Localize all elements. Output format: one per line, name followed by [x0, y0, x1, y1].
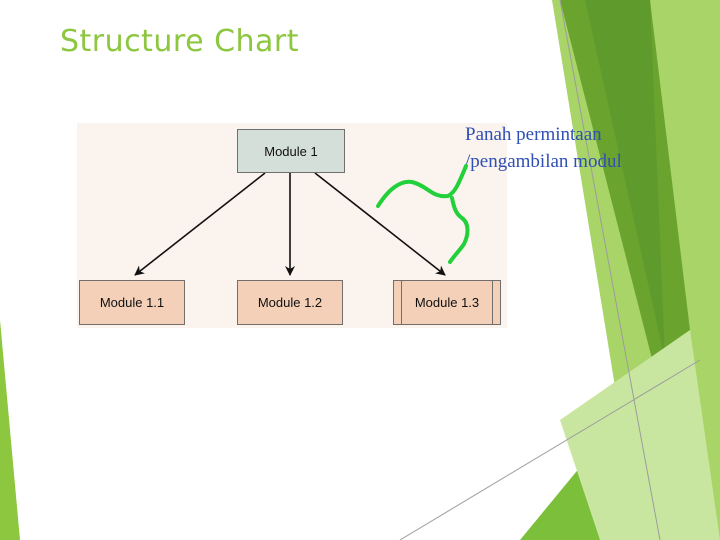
- library-bar-right: [492, 281, 500, 324]
- deco-thin-line-2: [399, 359, 701, 540]
- arrow-to-module-1-3: [314, 172, 446, 276]
- deco-facet-left: [0, 320, 20, 540]
- module-root-label: Module 1: [264, 143, 318, 159]
- module-1-2-box: Module 1.2: [237, 280, 343, 325]
- module-root-box: Module 1: [237, 129, 345, 173]
- deco-facet-right-dark: [585, 0, 665, 360]
- module-1-1-label: Module 1.1: [99, 295, 165, 310]
- library-bar-left: [394, 281, 402, 324]
- module-1-2-label: Module 1.2: [257, 295, 323, 310]
- structure-chart-diagram: Module 1 Module 1.1 Module 1.2 Module 1.…: [77, 123, 507, 328]
- module-1-3-label: Module 1.3: [414, 295, 480, 310]
- arrow-to-module-1-1: [134, 172, 266, 276]
- module-1-1-box: Module 1.1: [79, 280, 185, 325]
- annotation-line-2: /pengambilan modul: [465, 151, 622, 172]
- annotation-text: Panah permintaan /pengambilan modul: [465, 121, 622, 175]
- annotation-line-1: Panah permintaan: [465, 124, 602, 145]
- slide-title: Structure Chart: [60, 24, 300, 59]
- deco-thin-line-1: [559, 0, 661, 540]
- module-1-3-box: Module 1.3: [393, 280, 501, 325]
- deco-facet-pale: [560, 330, 720, 540]
